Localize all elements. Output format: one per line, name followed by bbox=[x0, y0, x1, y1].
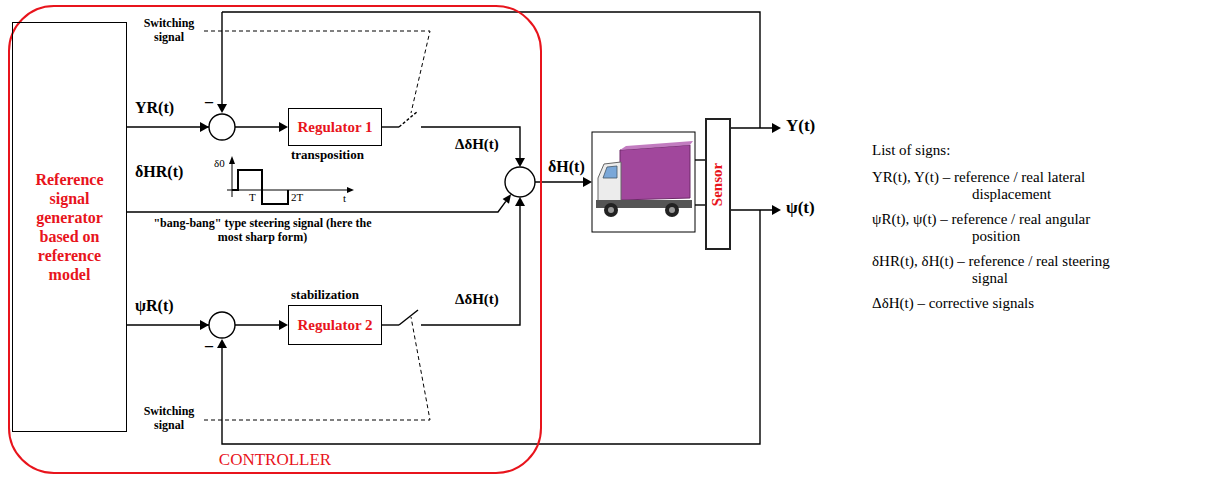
pulse-curve bbox=[232, 170, 288, 204]
axis-label: δ0 bbox=[214, 157, 225, 169]
arrowhead bbox=[347, 187, 354, 193]
summing-junction bbox=[505, 167, 535, 197]
wires bbox=[127, 12, 772, 444]
signal-wire bbox=[127, 201, 506, 212]
signal-name: δH(t) bbox=[548, 158, 585, 176]
arrowhead bbox=[772, 205, 781, 215]
signal-name: δHR(t) bbox=[135, 163, 183, 181]
vehicle-frame bbox=[592, 132, 695, 232]
region-title: CONTROLLER bbox=[10, 450, 540, 470]
switch-symbol bbox=[399, 111, 418, 127]
truck-hub bbox=[669, 207, 675, 213]
arrowhead bbox=[217, 104, 227, 113]
output-wire bbox=[731, 209, 772, 210]
truck-cab bbox=[598, 162, 621, 202]
block-title: Reference signal generator based on refe… bbox=[19, 170, 120, 284]
summing-junction bbox=[209, 114, 235, 140]
signal-wire bbox=[382, 126, 399, 127]
signal-name: ψ(t) bbox=[786, 198, 815, 218]
list-entry: YR(t), Y(t) – reference / real lateral d… bbox=[872, 169, 1114, 203]
signal-wire bbox=[535, 181, 583, 182]
truck-wheel bbox=[665, 203, 679, 217]
block-title: Regulator 1 bbox=[297, 119, 372, 136]
block-title: Regulator 2 bbox=[297, 317, 372, 334]
regulator-box: stabilizationRegulator 2 bbox=[288, 305, 382, 345]
block-title: Sensor bbox=[710, 162, 727, 205]
truck-cargo-top bbox=[620, 141, 693, 150]
axis-label: T bbox=[249, 191, 256, 203]
arrowhead bbox=[583, 177, 592, 187]
block-caption: stabilization bbox=[291, 287, 359, 303]
signal-wire bbox=[382, 324, 399, 325]
graph-axis bbox=[232, 163, 233, 197]
switch-symbol bbox=[399, 310, 418, 325]
signal-name: YR(t) bbox=[135, 99, 174, 117]
arrowhead bbox=[229, 156, 235, 164]
output-wire bbox=[731, 127, 772, 128]
list-entry: ΔδH(t) – corrective signals bbox=[872, 295, 1114, 312]
switching-wire bbox=[204, 31, 430, 113]
list-heading: List of signs: bbox=[872, 142, 1204, 159]
arrowhead bbox=[279, 320, 288, 330]
signal-note: "bang-bang" type steering signal (here t… bbox=[150, 216, 375, 244]
arrowhead bbox=[515, 158, 525, 167]
arrowhead bbox=[515, 197, 525, 206]
signal-note: Switching signal bbox=[133, 16, 205, 44]
list-entry: δHR(t), δH(t) – reference / real steerin… bbox=[872, 253, 1114, 287]
arrowhead bbox=[503, 194, 512, 204]
arrowhead bbox=[279, 122, 288, 132]
signal-wire bbox=[421, 127, 520, 158]
list-entry: ψR(t), ψ(t) – reference / real angular p… bbox=[872, 211, 1114, 245]
regulator-box: Regulator 1transposition bbox=[288, 108, 382, 146]
truck-window bbox=[603, 166, 617, 178]
arrowhead bbox=[772, 123, 781, 133]
sign-list: List of signs: YR(t), Y(t) – reference / … bbox=[872, 142, 1204, 320]
truck-cargo bbox=[620, 145, 690, 200]
truck-hub bbox=[608, 207, 614, 213]
signal-name: Y(t) bbox=[786, 116, 815, 136]
signal-note: Switching signal bbox=[133, 404, 205, 432]
truck-illustration bbox=[596, 141, 693, 217]
signal-wire bbox=[695, 159, 705, 160]
signal-wire bbox=[421, 206, 520, 325]
arrowhead bbox=[200, 320, 209, 330]
signal-name: ΔδH(t) bbox=[455, 136, 499, 153]
signal-wire bbox=[695, 204, 705, 205]
signal-name: ψR(t) bbox=[135, 297, 174, 315]
sensor-box: Sensor bbox=[705, 118, 731, 250]
feedback-wire bbox=[221, 12, 222, 104]
generator-box: Reference signal generator based on refe… bbox=[12, 22, 127, 432]
feedback-wire bbox=[222, 12, 760, 128]
feedback-wire bbox=[222, 210, 760, 444]
sign-mark: – bbox=[205, 93, 213, 111]
summing-junction bbox=[209, 312, 235, 338]
truck-wheel bbox=[604, 203, 618, 217]
arrowhead bbox=[217, 339, 227, 348]
arrowhead bbox=[200, 122, 209, 132]
block-caption: transposition bbox=[291, 147, 364, 163]
axis-label: t bbox=[343, 192, 346, 204]
switching-wire bbox=[204, 317, 430, 420]
axis-label: 2T bbox=[291, 191, 303, 203]
sign-mark: – bbox=[205, 337, 213, 355]
signal-name: ΔδH(t) bbox=[455, 291, 499, 308]
